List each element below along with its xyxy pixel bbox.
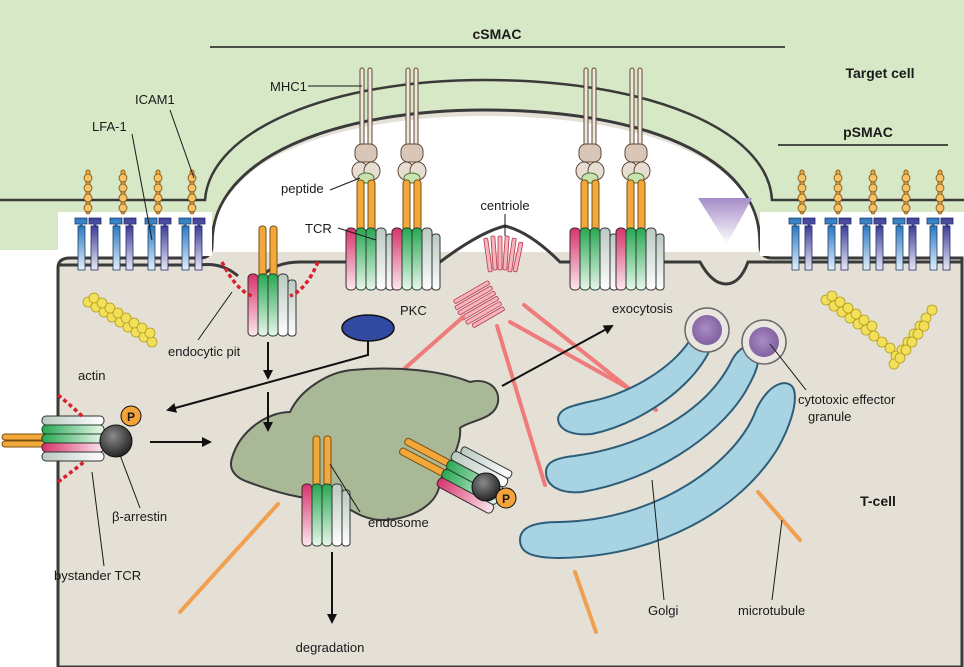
psmac-label: pSMAC <box>843 124 893 140</box>
leader-lines <box>91 85 807 601</box>
microtubules-orange <box>178 490 802 634</box>
target-membrane <box>0 78 964 202</box>
bystander-tcr-label: bystander TCR <box>54 568 141 583</box>
beta-arrestin-label: β-arrestin <box>112 509 167 524</box>
endocytic-pit <box>220 225 320 337</box>
golgi-label: Golgi <box>648 603 678 618</box>
degradation-label: degradation <box>296 640 365 655</box>
endosome-arrestin: P <box>471 472 517 509</box>
bystander-tcr: P <box>1 393 142 484</box>
p-marker-left: P <box>127 410 135 424</box>
pkc-label: PKC <box>400 303 427 318</box>
cytotoxic-granules <box>684 307 787 365</box>
p-marker-endosome: P <box>502 492 510 506</box>
centriole <box>453 235 524 328</box>
icam1-label: ICAM1 <box>135 92 175 107</box>
synaptic-cleft <box>214 116 758 252</box>
peptide-label: peptide <box>281 181 324 196</box>
exocytosis-label: exocytosis <box>612 301 673 316</box>
cytotoxic-label-line2: granule <box>808 409 851 424</box>
target-cell-label: Target cell <box>846 65 915 81</box>
cytotoxic-label-line1: cytotoxic effector <box>798 392 896 407</box>
t-cell-label: T-cell <box>860 493 896 509</box>
mhc1-label: MHC1 <box>270 79 307 94</box>
centriole-label: centriole <box>480 198 529 213</box>
exocytosis-cone <box>698 198 752 244</box>
actin-label: actin <box>78 368 105 383</box>
microtubule-label: microtubule <box>738 603 805 618</box>
endocytic-pit-label: endocytic pit <box>168 344 241 359</box>
flow-arrows <box>150 325 614 624</box>
actin-left <box>82 292 158 348</box>
endosome-label: endosome <box>368 515 429 530</box>
lfa1-label: LFA-1 <box>92 119 127 134</box>
pkc-enzyme <box>341 314 395 342</box>
actin-right <box>820 290 938 370</box>
tcr-label: TCR <box>305 221 332 236</box>
csmac-label: cSMAC <box>472 26 521 42</box>
